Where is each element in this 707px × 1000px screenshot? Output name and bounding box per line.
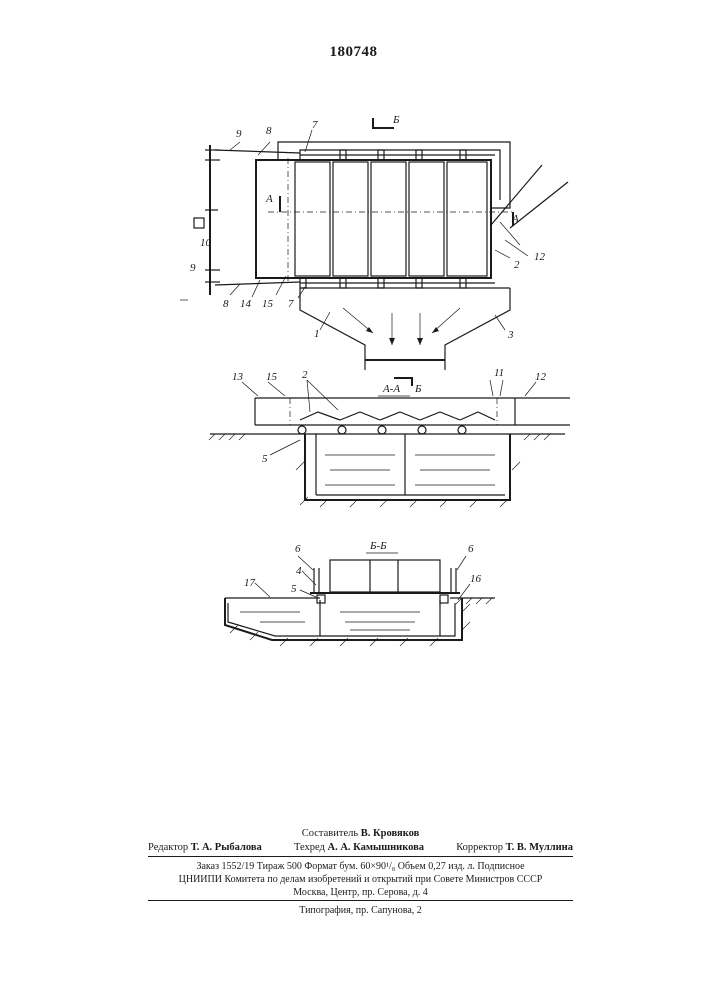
compiler-line: Составитель В. Кровяков [148, 827, 573, 840]
section-label: 4 [296, 565, 302, 577]
section-label: 5 [262, 453, 268, 465]
corrector-credit: Корректор Т. В. Муллина [456, 841, 573, 854]
divider [148, 856, 573, 857]
plan-label: А [511, 213, 519, 225]
plan-label: А [265, 193, 273, 205]
credits-line: Редактор Т. А. Рыбалова Техред А. А. Кам… [148, 841, 573, 854]
plan-label: 12 [534, 251, 546, 263]
housing-frame [256, 160, 491, 278]
plan-label: Б [414, 383, 422, 395]
techred-credit: Техред А. А. Камышникова [294, 841, 424, 854]
section-label: 6 [468, 543, 474, 555]
section-title: Б-Б [369, 540, 387, 552]
plan-label: 3 [507, 329, 514, 341]
plan-label: 9 [236, 128, 242, 140]
plan-label: 14 [240, 298, 252, 310]
plan-label: 10 [200, 237, 212, 249]
divider [148, 900, 573, 901]
tank-bb [225, 598, 462, 640]
plan-label: 7 [312, 119, 318, 131]
order-line: Заказ 1552/19 Тираж 500 Формат бум. 60×9… [148, 860, 573, 873]
org-line: ЦНИИПИ Комитета по делам изобретений и о… [148, 873, 573, 886]
compiler-label: Составитель [302, 828, 358, 839]
section-label: 15 [266, 371, 278, 383]
plan-view: 9 8 7 Б А 10 9 8 14 15 7 1 3 2 12 А Б [180, 114, 568, 395]
plan-label: 8 [266, 125, 272, 137]
plan-label: 15 [262, 298, 274, 310]
editor-credit: Редактор Т. А. Рыбалова [148, 841, 262, 854]
settling-tank [305, 434, 510, 500]
hopper-right [445, 288, 510, 370]
plan-label: 7 [288, 298, 294, 310]
section-label: 11 [494, 367, 504, 379]
filter-panel [371, 162, 406, 276]
section-label: 12 [535, 371, 547, 383]
filter-panel [409, 162, 444, 276]
section-aa: А-А [209, 367, 570, 507]
section-label: 6 [295, 543, 301, 555]
section-label: 17 [244, 577, 256, 589]
plan-label: 8 [223, 298, 229, 310]
technical-drawing: 9 8 7 Б А 10 9 8 14 15 7 1 3 2 12 А Б А-… [0, 0, 707, 830]
plan-label: Б [392, 114, 400, 126]
section-label: 5 [291, 583, 297, 595]
section-label: 16 [470, 573, 482, 585]
plan-label: 9 [190, 262, 196, 274]
hopper-left [300, 288, 365, 370]
filter-panel [333, 162, 368, 276]
filter-frame [330, 560, 440, 592]
plan-label: 1 [314, 328, 320, 340]
section-label: 13 [232, 371, 244, 383]
filter-panel [295, 162, 330, 276]
printer-line: Типография, пр. Сапунова, 2 [148, 904, 573, 917]
top-channel [278, 142, 510, 208]
section-label: 2 [302, 369, 308, 381]
plan-label: 2 [514, 259, 520, 271]
compiler-name: В. Кровяков [361, 828, 419, 839]
filter-panel [447, 162, 487, 276]
address-line: Москва, Центр, пр. Серова, д. 4 [148, 886, 573, 899]
section-bb: Б-Б [225, 540, 495, 646]
section-title: А-А [382, 383, 400, 395]
